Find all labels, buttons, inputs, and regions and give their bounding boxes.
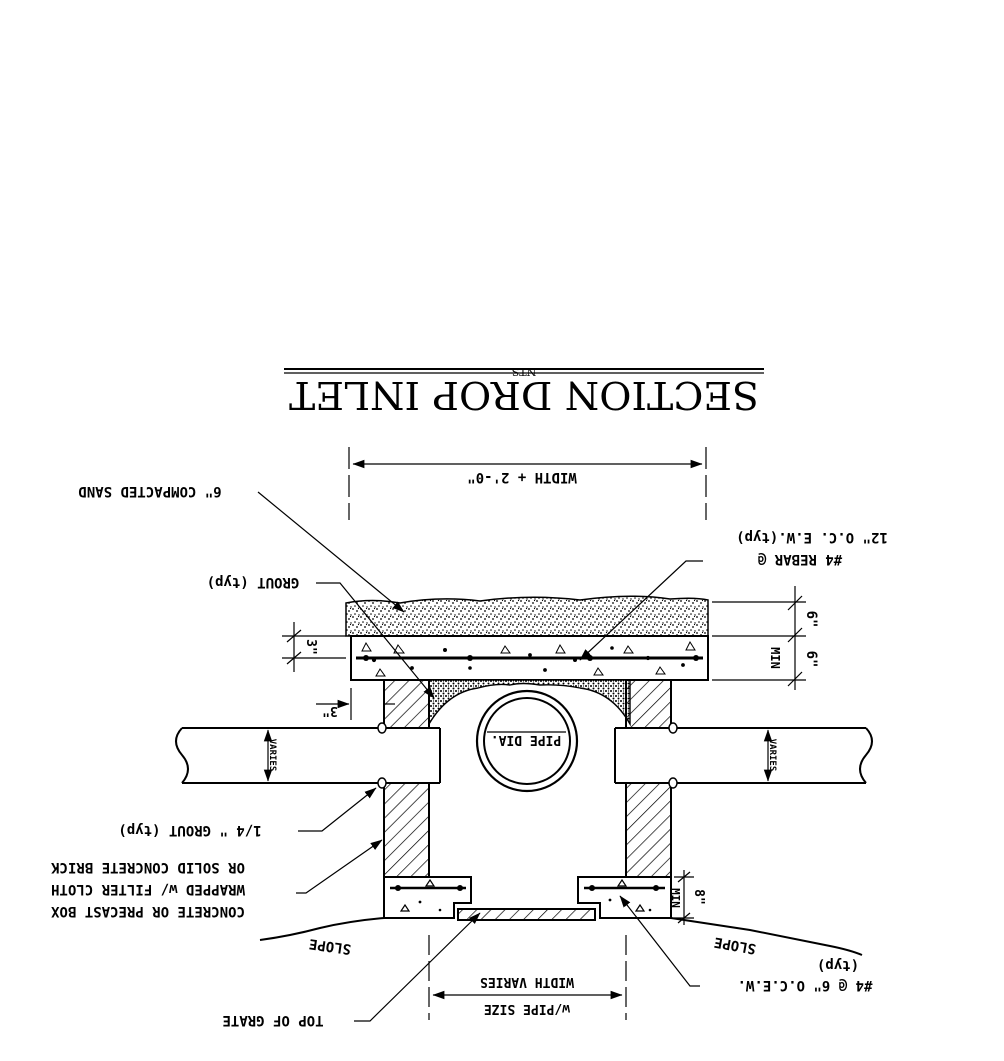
right-wall-lower — [625, 782, 672, 878]
varies-right-label: VARIES — [767, 739, 777, 772]
leader-quarter-grout — [298, 787, 377, 832]
ground-line-right — [670, 917, 863, 956]
rebar-label-line1: #4 REBAR @ — [758, 551, 842, 567]
box-label-line2: WRAPPED w/ FILTER CLOTH — [51, 881, 245, 897]
title-block: NTS SECTION DROP INLET — [284, 365, 764, 417]
drawing-title: SECTION DROP INLET — [289, 373, 759, 417]
width-bottom-line1: WIDTH VARIES — [480, 974, 574, 989]
top-of-grate-label: TOP OF GRATE — [222, 1012, 323, 1028]
footing-rebar-label-line1: #4 @ 6" O.C.E.W. — [738, 977, 873, 993]
footing-rebar-label-line2: (typ) — [817, 957, 859, 973]
varies-left-label: VARIES — [267, 739, 277, 772]
grout-label: GROUT (typ) — [207, 574, 300, 590]
dim-6-min-label: 6" — [803, 651, 819, 668]
leader-footing-rebar — [619, 895, 700, 987]
leader-rebar — [579, 560, 703, 661]
varies-dimension-right: VARIES — [763, 729, 777, 782]
rebar-section-dot — [363, 655, 369, 661]
grate — [457, 908, 596, 921]
rebar-cover-dimension: 3" — [282, 622, 346, 672]
left-pipe — [175, 727, 441, 784]
leader-compacted-sand — [257, 491, 405, 613]
width-top-label: WIDTH + 2'-0" — [467, 469, 577, 485]
rebar-section-dot — [587, 655, 593, 661]
pipe-dia-label: PIPE DIA. — [491, 732, 561, 747]
leader-grout — [316, 582, 435, 699]
width-dimension-bottom: WIDTH VARIES w/PIPE SIZE — [428, 935, 627, 1020]
footing-rebar-right — [584, 878, 665, 912]
footing-depth-dimension: 8" MIN — [669, 870, 706, 925]
varies-dimension-left: VARIES — [263, 729, 277, 782]
right-wall-upper — [625, 679, 672, 729]
width-dimension-top: WIDTH + 2'-0" — [348, 447, 707, 520]
footing-min-label: MIN — [669, 888, 682, 908]
scale-label: NTS — [512, 365, 537, 378]
footing-rebar-left — [390, 878, 466, 912]
box-label-line3: OR SOLID CONCRETE BRICK — [51, 859, 245, 875]
leader-top-of-grate — [354, 912, 481, 1022]
grout-haunch — [428, 679, 631, 727]
ground-line-left — [259, 917, 385, 941]
right-pipe — [614, 727, 873, 784]
pipe-joint-grout — [377, 722, 678, 789]
dim-3-step-label: 3" — [322, 703, 338, 718]
box-label-line1: CONCRETE OR PRECAST BOX — [51, 903, 245, 919]
slab-min-label: MIN — [768, 647, 782, 669]
dim-3-left-label: 3" — [303, 639, 318, 655]
rebar-label-line2: 12" O.C. E.W.(typ) — [736, 529, 888, 545]
compacted-sand-layer — [345, 595, 709, 637]
left-wall-upper — [383, 679, 430, 729]
left-wall-lower — [383, 782, 430, 878]
outlet-pipe-inner — [483, 697, 571, 785]
quarter-grout-label: 1/4 " GROUT (typ) — [118, 822, 261, 838]
slope-left-label: SLOPE — [308, 935, 352, 957]
dim-8-label: 8" — [691, 889, 706, 905]
step-dimension: 3" — [316, 688, 395, 720]
rebar-section-dot — [693, 655, 699, 661]
compacted-sand-label: 6" COMPACTED SAND — [78, 483, 221, 499]
width-bottom-line2: w/PIPE SIZE — [484, 1001, 570, 1016]
leader-box — [296, 839, 383, 894]
sand-thickness-dimension: 6" 6" MIN — [712, 586, 819, 690]
dim-6-top-label: 6" — [803, 611, 819, 628]
slope-right-label: SLOPE — [713, 933, 757, 956]
rebar-section-dot — [467, 655, 473, 661]
